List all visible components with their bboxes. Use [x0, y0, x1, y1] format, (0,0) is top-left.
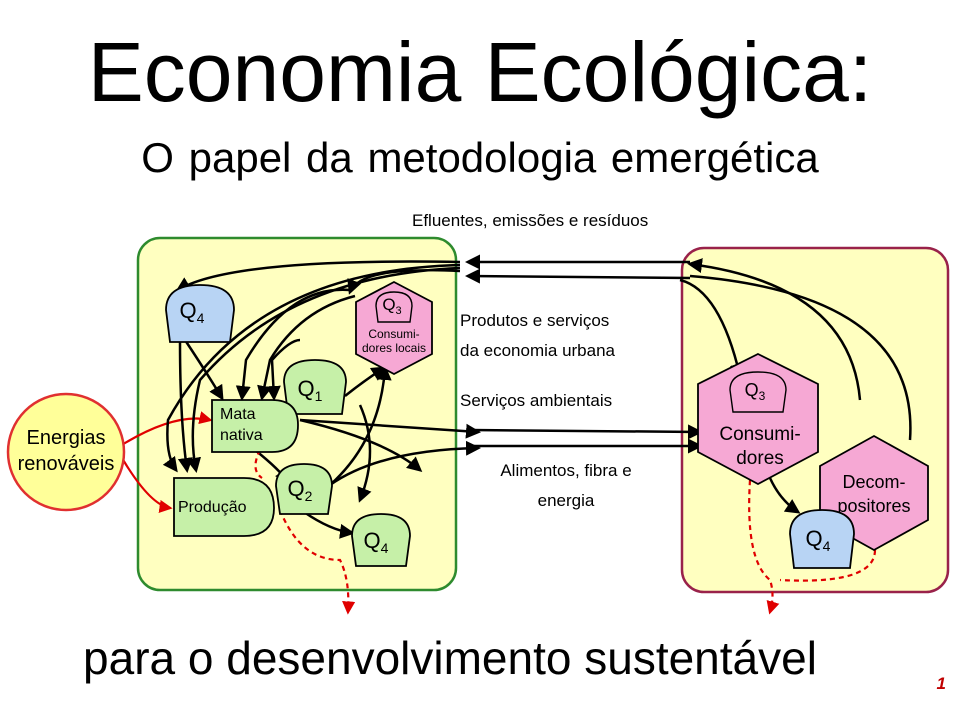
subtitle: O papel da metodologia emergética [141, 134, 819, 181]
svg-text:dores: dores [736, 448, 784, 469]
svg-text:nativa: nativa [220, 427, 263, 444]
urban-q4-storage: Q4 [789, 509, 855, 569]
local-consumers-node: Q3 Consumi- dores locais [355, 280, 433, 376]
production-node: Produção [173, 477, 275, 537]
products-label-line2: da economia urbana [460, 341, 616, 360]
food-label-line2: energia [538, 491, 595, 510]
renewable-inflows [119, 411, 213, 513]
svg-text:Decom-: Decom- [842, 472, 905, 492]
svg-text:Consumi-: Consumi- [368, 327, 419, 341]
native-forest-node: Mata nativa [211, 399, 299, 453]
svg-text:positores: positores [837, 496, 910, 516]
exchange-flows [465, 254, 703, 454]
q1-storage: Q1 [283, 359, 347, 415]
products-label-line1: Produtos e serviços [460, 311, 609, 330]
main-title: Economia Ecológica: [87, 25, 873, 119]
source-label-line1: Energias [27, 427, 106, 449]
svg-text:Q3: Q3 [382, 295, 401, 317]
food-label-line1: Alimentos, fibra e [500, 461, 631, 480]
svg-text:dores locais: dores locais [362, 341, 426, 355]
effluents-label: Efluentes, emissões e resíduos [412, 211, 648, 230]
svg-text:Q4: Q4 [180, 298, 205, 326]
q4-storage-bottom: Q4 [351, 513, 411, 567]
urban-consumers-node: Q3 Consumi- dores [697, 352, 819, 486]
svg-text:Q2: Q2 [288, 476, 313, 504]
svg-text:Produção: Produção [178, 499, 247, 516]
svg-text:Q3: Q3 [745, 380, 766, 403]
q4-storage-top: Q4 [165, 284, 235, 343]
svg-text:Mata: Mata [220, 406, 256, 423]
page-number: 1 [936, 674, 946, 693]
renewable-energy-source [6, 392, 126, 512]
bottom-title: para o desenvolvimento sustentável [83, 632, 817, 684]
rural-internal-flows [162, 260, 481, 539]
svg-text:Q4: Q4 [806, 526, 831, 554]
urban-internal-flows [679, 258, 912, 514]
heat-sink-flows [254, 449, 877, 615]
q2-storage: Q2 [275, 463, 333, 515]
svg-text:Q4: Q4 [364, 528, 389, 556]
svg-text:Consumi-: Consumi- [719, 424, 800, 445]
environmental-services-label: Serviços ambientais [460, 391, 612, 410]
svg-text:Q1: Q1 [298, 376, 323, 404]
source-label-line2: renováveis [18, 453, 115, 475]
